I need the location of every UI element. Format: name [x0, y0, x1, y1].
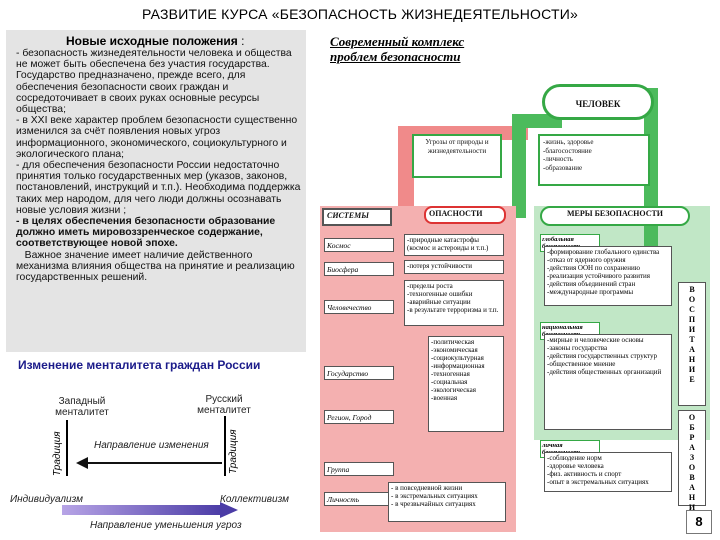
body-bold-text: - в целях обеспечения безопасности образ…	[16, 216, 279, 250]
danger-space: -природные катастрофы (космос и астероид…	[404, 234, 504, 256]
western-axis	[66, 420, 68, 476]
system-region: Регион, Город	[324, 410, 394, 424]
danger-humanity: -пределы роста -техногенные ошибки -авар…	[404, 280, 504, 326]
tradition-right-label: Традиция	[228, 429, 239, 474]
reduce-threats-arrow	[62, 502, 238, 518]
dangers-header: ОПАСНОСТИ	[424, 206, 506, 224]
complex-title: Современный комплекс проблем безопасност…	[330, 34, 465, 64]
mentality-title: Изменение менталитета граждан России	[18, 358, 261, 372]
page-title: РАЗВИТИЕ КУРСА «БЕЗОПАСНОСТЬ ЖИЗНЕДЕЯТЕЛ…	[142, 6, 578, 22]
russian-axis	[224, 416, 226, 476]
threats-box: Угрозы от природы и жизнедеятельности	[412, 134, 502, 178]
green-connector-vertical	[512, 114, 526, 218]
heading-colon: :	[241, 34, 245, 48]
mentality-diagram: Западный менталитет Русский менталитет Т…	[6, 376, 306, 536]
direction-change-arrow	[76, 457, 222, 469]
national-security-measures: -мирные и человеческие основы -законы го…	[544, 334, 672, 430]
danger-state: -политическая -экономическая -социокульт…	[428, 336, 504, 432]
individualism-label: Индивидуализм	[10, 494, 83, 505]
systems-header: СИСТЕМЫ	[322, 208, 392, 226]
system-state: Государство	[324, 366, 394, 380]
russian-mentality-label: Русский менталитет	[197, 394, 251, 416]
page-number: 8	[686, 510, 712, 534]
system-space: Космос	[324, 238, 394, 252]
danger-person: - в повседневной жизни - в экстремальных…	[388, 482, 506, 522]
measures-header: МЕРЫ БЕЗОПАСНОСТИ	[540, 206, 690, 226]
system-humanity: Человечество	[324, 300, 394, 314]
green-connector-top	[512, 114, 562, 128]
education-column: О Б Р А З О В А Н И Е	[678, 410, 706, 522]
danger-biosphere: -потеря устойчивости	[404, 260, 504, 274]
collectivism-label: Коллективизм	[220, 494, 289, 505]
system-group: Группа	[324, 462, 394, 476]
direction-reduce-label: Направление уменьшения угроз	[90, 520, 242, 531]
initial-positions-panel: Новые исходные положения : - безопасност…	[6, 30, 306, 352]
personal-security-measures: -соблюдение норм -здоровье человека -физ…	[544, 452, 672, 492]
person-values-box: -жизнь, здоровье -благосостояние -личнос…	[538, 134, 650, 186]
security-problems-diagram: Современный комплекс проблем безопасност…	[316, 30, 714, 536]
western-mentality-label: Западный менталитет	[55, 396, 109, 418]
system-biosphere: Биосфера	[324, 262, 394, 276]
body-text: - безопасность жизнедеятельности человек…	[16, 48, 301, 216]
initial-positions-heading: Новые исходные положения :	[66, 34, 244, 48]
system-person: Личность	[324, 492, 394, 506]
upbringing-column: В О С П И Т А Н И Е	[678, 282, 706, 406]
direction-change-label: Направление изменения	[94, 440, 209, 451]
body-tail-text: Важное значение имеет наличие действенно…	[16, 249, 298, 284]
global-security-measures: -формирование глобального единства -отка…	[544, 246, 672, 306]
initial-positions-body: - безопасность жизнедеятельности человек…	[16, 48, 306, 283]
person-node: ЧЕЛОВЕК	[542, 84, 654, 120]
heading-text: Новые исходные положения	[66, 34, 238, 48]
tradition-left-label: Традиция	[52, 431, 63, 476]
